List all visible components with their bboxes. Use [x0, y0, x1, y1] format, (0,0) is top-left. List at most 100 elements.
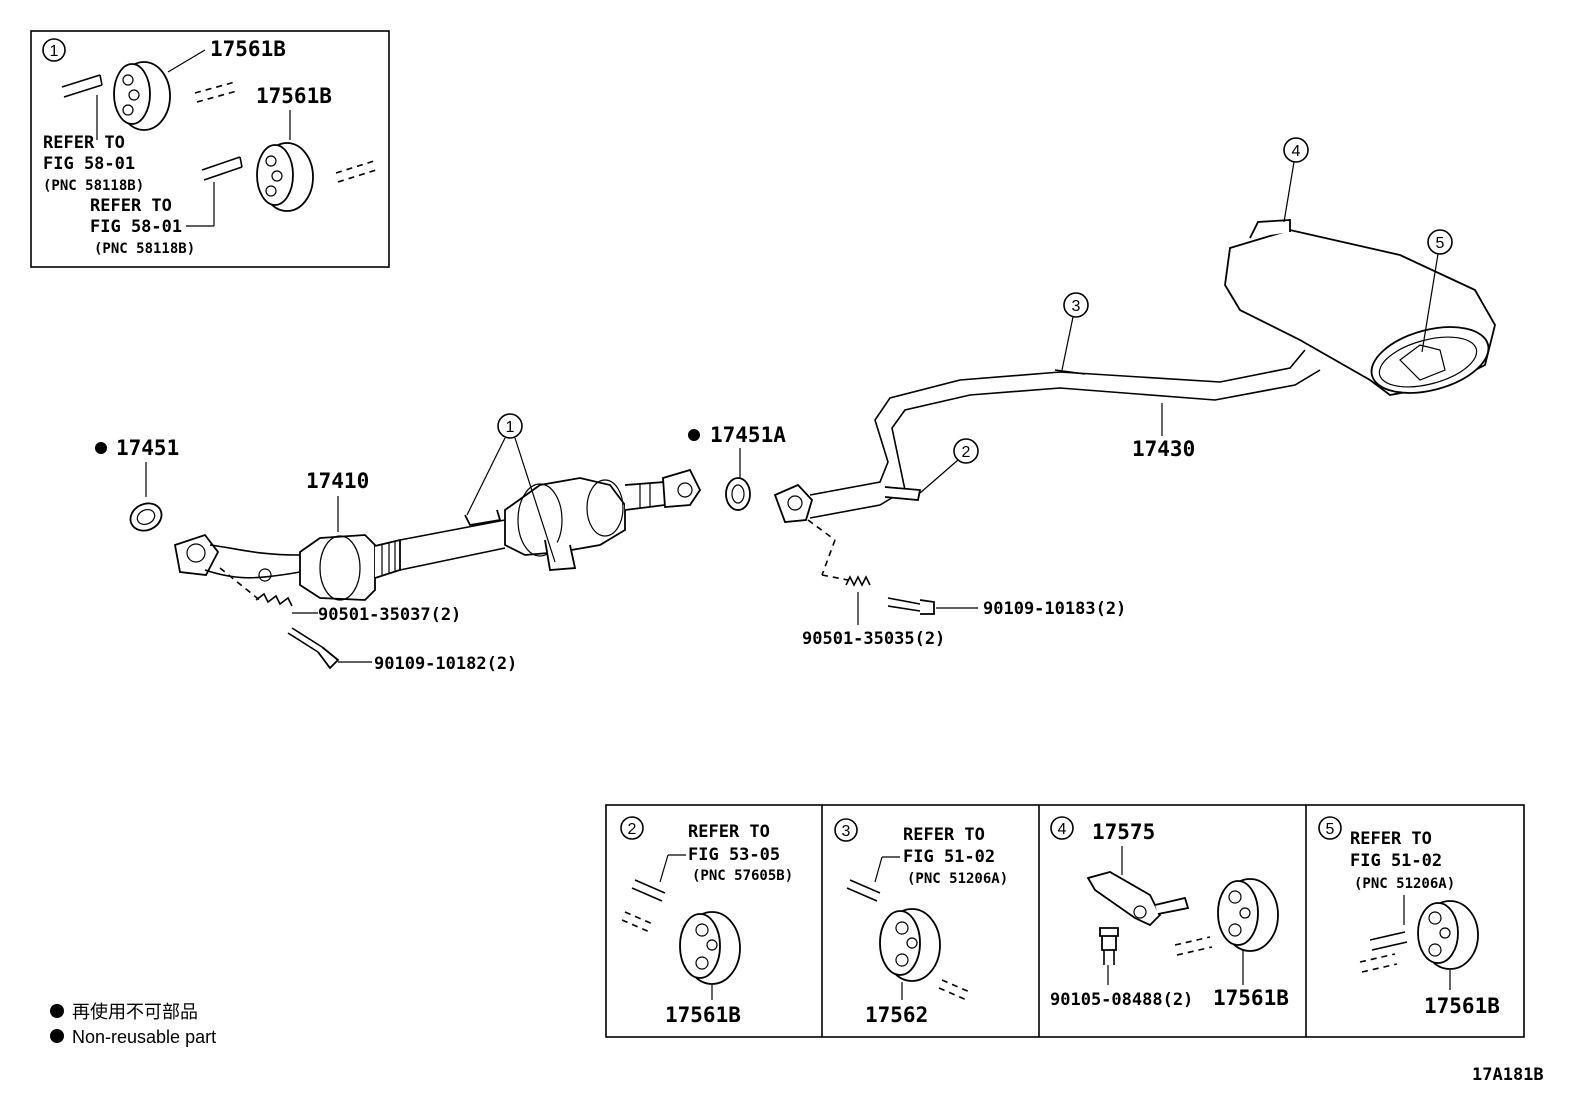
part-number-label: 17561B [256, 84, 332, 108]
callout-4: 4 [1283, 137, 1309, 223]
bottom-insets-frame [605, 804, 1525, 1038]
leader-line [1421, 253, 1439, 353]
callout-circle [1063, 292, 1089, 318]
hanger-bracket-icon [1086, 871, 1162, 927]
reference-text: REFER TO [903, 825, 985, 845]
hanger-rod [938, 979, 973, 1002]
part-number-label: 17561B [1424, 994, 1500, 1018]
hanger-rod [201, 156, 243, 181]
leader-line [874, 856, 883, 883]
mid-fasteners: 90501-35035(2) 90109-10183(2) [802, 519, 1126, 649]
hanger-rod [1174, 936, 1213, 956]
leader-line [466, 437, 506, 516]
catalytic-converter-icon [299, 534, 376, 601]
rubber-hanger-icon [1217, 878, 1279, 952]
reference-pnc: (PNC 58118B) [94, 241, 195, 257]
reference-pnc: (PNC 51206A) [1354, 876, 1455, 892]
part-number-label: 90105-08488(2) [1050, 990, 1193, 1010]
non-reusable-dot-icon [95, 442, 107, 454]
pipe-flange-icon [773, 483, 814, 523]
callout-circle [497, 413, 523, 439]
callout-number: 2 [962, 444, 971, 461]
hanger-rod [621, 911, 656, 934]
part-number-label: 17430 [1132, 437, 1195, 461]
part-number-label: 17451 [116, 436, 179, 460]
non-reusable-dot-icon [50, 1004, 64, 1018]
rubber-hanger-icon [1417, 900, 1479, 970]
legend: 再使用不可部品 Non-reusable part [50, 1002, 216, 1047]
hanger-bracket-icon [544, 539, 577, 571]
part-number-label: 17451A [710, 423, 786, 447]
callout-circle [1283, 137, 1309, 163]
callout-circle [834, 818, 858, 842]
reference-text: REFER TO [1350, 829, 1432, 849]
catalytic-converter-icon [504, 477, 626, 556]
rubber-hanger-icon [256, 142, 314, 212]
gasket-ring-icon [129, 502, 163, 532]
reference-text: REFER TO [688, 822, 770, 842]
legend-text-jp: 再使用不可部品 [72, 1002, 198, 1022]
callout-circle [1427, 229, 1453, 255]
callout-circle [1050, 816, 1074, 840]
reference-text: FIG 58-01 [43, 154, 135, 174]
callout-number: 2 [628, 821, 637, 838]
callout-circle [42, 38, 66, 62]
inset-callout-2: 2 REFER TO FIG 53-05 (PNC 57605B) 17561B [620, 816, 793, 1027]
hanger-rod [1369, 931, 1408, 951]
callout-number: 4 [1292, 143, 1301, 160]
front-exhaust-pipe: 17410 [173, 468, 702, 601]
reference-text: FIG 51-02 [1350, 851, 1442, 871]
part-number-label: 17561B [210, 37, 286, 61]
hanger-rod [631, 879, 666, 902]
hanger-rod [194, 81, 238, 103]
gasket-front: 17451 [95, 436, 179, 532]
reference-text: FIG 51-02 [903, 847, 995, 867]
part-number-label: 17410 [306, 469, 369, 493]
callout-circle [1318, 816, 1342, 840]
leader-line [659, 854, 669, 883]
hanger-rod [1359, 953, 1398, 973]
leader-line [1283, 161, 1295, 223]
inset-frame [30, 30, 390, 268]
reference-text: REFER TO [90, 196, 172, 216]
callout-2: 2 [919, 438, 979, 494]
callout-number: 4 [1058, 821, 1067, 838]
callout-5: 5 [1421, 229, 1453, 353]
bolt-icon [287, 627, 323, 653]
bolt-icon [1099, 927, 1119, 965]
hanger-rod [61, 74, 103, 98]
pipe-flange-icon [173, 533, 220, 576]
reference-pnc: (PNC 57605B) [692, 868, 793, 884]
hanger-rod [846, 879, 881, 902]
callout-number: 5 [1326, 821, 1335, 838]
inset-callout-5: 5 REFER TO FIG 51-02 (PNC 51206A) 17561B [1318, 816, 1500, 1018]
non-reusable-dot-icon [688, 429, 700, 441]
callout-1: 1 [466, 413, 556, 563]
reference-text: FIG 53-05 [688, 845, 780, 865]
rubber-hanger-icon [113, 61, 171, 131]
part-number-label: 90109-10183(2) [983, 599, 1126, 619]
gasket-mid: 17451A [688, 423, 786, 511]
part-number-label: 17561B [665, 1003, 741, 1027]
rubber-hanger-icon [679, 911, 741, 985]
pipe-flange-icon [662, 468, 702, 508]
compression-spring-icon [255, 592, 293, 607]
bolt-icon [887, 597, 921, 612]
compression-spring-icon [845, 575, 871, 587]
part-number-label: 17575 [1092, 820, 1155, 844]
callout-circle [953, 438, 979, 464]
leader-line [167, 49, 206, 73]
rubber-hanger-icon [879, 908, 941, 982]
leader-line [1061, 316, 1074, 371]
callout-number: 3 [842, 823, 851, 840]
inset-hanger-detail: 1 17561B 17561B [30, 30, 390, 268]
hanger-bracket-icon [1249, 219, 1291, 239]
reference-text: FIG 58-01 [90, 217, 182, 237]
gasket-ring-icon [725, 477, 751, 511]
legend-text-en: Non-reusable part [72, 1027, 216, 1047]
leader-line [919, 459, 959, 494]
part-number-label: 17561B [1213, 986, 1289, 1010]
callout-3: 3 [1061, 292, 1089, 371]
reference-pnc: (PNC 58118B) [43, 178, 144, 194]
